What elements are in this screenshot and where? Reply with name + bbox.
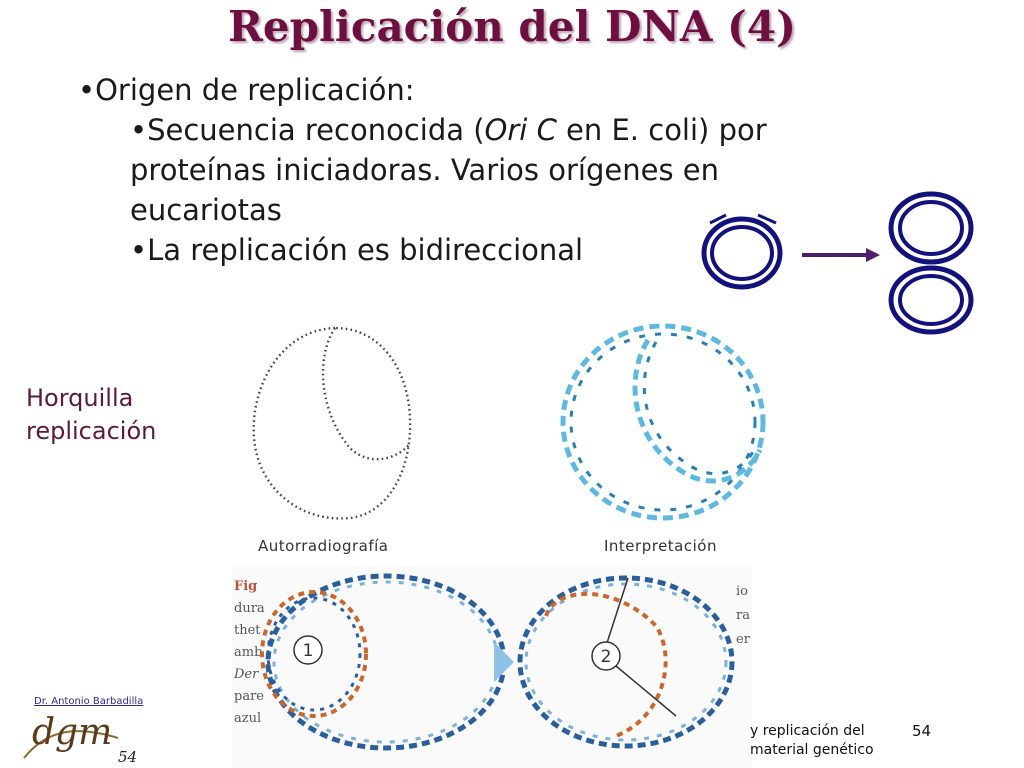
logo-text: dgm — [32, 712, 112, 753]
dgm-logo: dgm — [23, 712, 119, 759]
figure-side-text: Fig dura thet amb Der pare azul — [234, 576, 265, 730]
slide-number: 54 — [912, 722, 932, 740]
fork-label-line1: Horquilla — [26, 384, 134, 412]
marker-1 — [293, 635, 323, 665]
figure-side-text-5: pare — [234, 689, 264, 704]
daughter-ring-top — [888, 191, 974, 265]
fork-label-line2: replicación — [26, 417, 157, 445]
marker-2-label: 2 — [601, 647, 612, 667]
fork-arrow-left — [709, 213, 727, 225]
figure-side-text-3: amb — [234, 645, 263, 660]
figure-right-text-0: io — [736, 584, 748, 599]
author-link[interactable]: Dr. Antonio Barbadilla — [34, 696, 144, 707]
figure-side-text-0: Fig — [234, 579, 258, 594]
process-arrow — [802, 248, 880, 262]
marker-2 — [591, 641, 621, 671]
theta-structures: 1 2 — [260, 573, 735, 751]
bullet-bidirectional: •La replicación es bidireccional — [130, 233, 584, 267]
bullet-sequence-pre: •Secuencia reconocida ( — [130, 113, 485, 147]
origin-ring — [701, 216, 783, 290]
logo-number: 54 — [118, 748, 138, 766]
figure-side-text-2: thet — [234, 623, 261, 638]
bullet-sequence-line2: proteínas iniciadoras. Varios orígenes e… — [130, 153, 719, 187]
bullet-sequence-post: en E. coli) por — [556, 113, 767, 147]
bullet-sequence-line3: eucariotas — [130, 193, 282, 227]
caption-interpretation: Interpretación — [604, 537, 717, 555]
footer-text-line1: y replicación del — [750, 723, 865, 739]
figure-right-text-2: er — [736, 632, 750, 647]
fork-label: Horquilla replicación — [26, 382, 156, 448]
figure-side-text-4: Der — [234, 667, 259, 682]
bullet-sequence: •Secuencia reconocida (Ori C en E. coli)… — [130, 110, 767, 150]
fork-arrow-right — [757, 213, 777, 225]
oric-term: Ori C — [484, 113, 557, 147]
daughter-ring-bottom — [888, 265, 974, 335]
figure-side-text-6: azul — [234, 711, 262, 726]
figure-right-text: io ra er — [736, 580, 750, 652]
caption-autoradiography: Autorradiografía — [258, 537, 389, 555]
figure-side-text-1: dura — [234, 601, 265, 616]
autoradiography-image — [252, 326, 412, 520]
theta-replication-figure: Fig dura thet amb Der pare azul io ra er… — [232, 566, 752, 768]
marker-1-label: 1 — [303, 641, 314, 661]
footer-text: y replicación del material genético — [750, 722, 890, 760]
slide-title: Replicación del DNA (4) — [227, 2, 797, 51]
transition-arrow — [494, 642, 514, 682]
footer-text-line2: material genético — [750, 742, 874, 758]
figure-right-text-1: ra — [736, 608, 750, 623]
bullet-origin: •Origen de replicación: — [78, 73, 415, 107]
logo-swoosh — [23, 730, 119, 759]
interpretation-image — [560, 323, 766, 521]
bidirectional-diagram — [701, 191, 974, 335]
